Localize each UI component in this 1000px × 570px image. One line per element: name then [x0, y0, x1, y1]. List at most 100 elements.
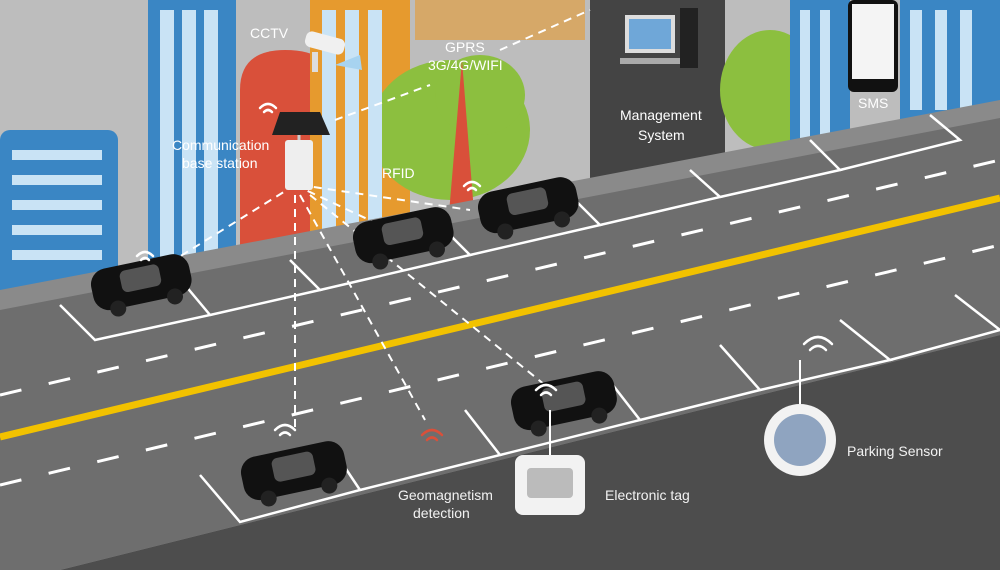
wifi-icon-part [135, 250, 155, 258]
signal-lines-part [499, 9, 591, 51]
car-part [166, 288, 183, 305]
wifi-icon-part [273, 423, 297, 432]
parking-sensor-device-icon [764, 360, 836, 476]
wifi-icon [273, 423, 297, 437]
label-parking-sensor: Parking Sensor [847, 443, 943, 459]
parking-spots-part [59, 284, 213, 342]
wifi-icon-part [466, 186, 478, 192]
phone-icon-part [852, 4, 894, 79]
cctv-camera-icon-part [312, 52, 318, 72]
building-windows-part [12, 225, 102, 235]
computer-icon-part [620, 58, 680, 64]
road [0, 112, 1000, 570]
wifi-icon-part [808, 344, 828, 352]
wifi-icon-part [139, 256, 151, 262]
car-part [271, 451, 316, 482]
wifi-icon-part [534, 383, 558, 392]
electronic-tag-device-icon [515, 410, 585, 515]
building-windows-part [368, 10, 382, 240]
building-windows-part [322, 10, 336, 240]
cctv-camera-icon-part [335, 55, 362, 70]
wifi-icon-part [802, 335, 834, 346]
car-part [110, 300, 127, 317]
lane-marking [0, 243, 1000, 487]
signal-lines-part [334, 84, 431, 121]
label-cctv: CCTV [250, 25, 289, 41]
wifi-icon-part [262, 108, 274, 114]
car-part [497, 223, 514, 240]
building-windows-part [345, 10, 359, 240]
car-part [119, 264, 162, 293]
signal-lines-part [294, 184, 381, 226]
building-windows-part [182, 10, 196, 270]
communication-base-station-part [285, 140, 313, 190]
wifi-icon [802, 335, 834, 352]
parked-cars [90, 177, 617, 507]
communication-base-station [272, 112, 330, 190]
label-rfid: RFID [382, 165, 415, 181]
wifi-icon-part [258, 102, 278, 110]
building-windows-part [160, 10, 174, 270]
car [240, 441, 347, 507]
label-base-station-2: base station [182, 155, 258, 171]
signal-lines [149, 9, 591, 430]
wifi-icon-part [539, 391, 553, 397]
building-windows-part [820, 10, 830, 140]
phone-icon [848, 0, 898, 92]
label-management-1: Management [620, 107, 702, 123]
computer-icon [620, 8, 698, 68]
wifi-icon [420, 428, 444, 442]
lane-marking [0, 158, 1000, 397]
parking-sensor-device-icon-part [774, 414, 826, 466]
parking-spots-part [839, 114, 963, 172]
signal-lines-part [299, 184, 471, 211]
building-windows-part [935, 10, 947, 110]
wifi-icon [534, 383, 558, 397]
car-part [372, 253, 389, 270]
wifi-icon [258, 102, 278, 114]
cctv-camera-icon-part [304, 31, 346, 55]
wifi-icons [135, 102, 834, 442]
car-part [530, 420, 547, 437]
label-sms: SMS [858, 95, 888, 111]
computer-icon-part [680, 8, 698, 68]
wifi-icon-part [278, 431, 292, 437]
parking-spots [59, 114, 1000, 524]
building-windows-part [12, 150, 102, 160]
computer-icon-part [629, 19, 671, 49]
label-network: 3G/4G/WIFI [428, 57, 503, 73]
wifi-icon-part [420, 428, 444, 437]
building-windows-part [12, 200, 102, 210]
center-line [0, 194, 1000, 441]
label-base-station-1: Communication [172, 137, 269, 153]
label-electronic-tag: Electronic tag [605, 487, 690, 503]
label-geomagnetism-2: detection [413, 505, 470, 521]
parking-spots-part [889, 294, 1000, 362]
building-windows-part [800, 10, 810, 140]
wifi-icon-part [425, 436, 439, 442]
label-geomagnetism-1: Geomagnetism [398, 487, 493, 503]
wifi-icon-part [462, 180, 482, 188]
car-part [381, 217, 424, 246]
car-part [260, 490, 277, 507]
car-part [541, 381, 586, 412]
label-gprs: GPRS [445, 39, 485, 55]
car-part [321, 477, 338, 494]
car [510, 371, 617, 437]
building-windows-part [910, 10, 922, 110]
label-management-2: System [638, 127, 685, 143]
car-part [591, 407, 608, 424]
car-part [506, 187, 549, 216]
car-part [428, 241, 445, 258]
building-windows-part [12, 175, 102, 185]
solar-panel-icon [272, 112, 330, 135]
car [352, 207, 454, 270]
building [415, 0, 585, 40]
building-windows-part [960, 10, 972, 110]
wifi-icon [135, 250, 155, 262]
car [477, 177, 579, 240]
car-part [553, 211, 570, 228]
signal-lines-part [299, 194, 426, 421]
